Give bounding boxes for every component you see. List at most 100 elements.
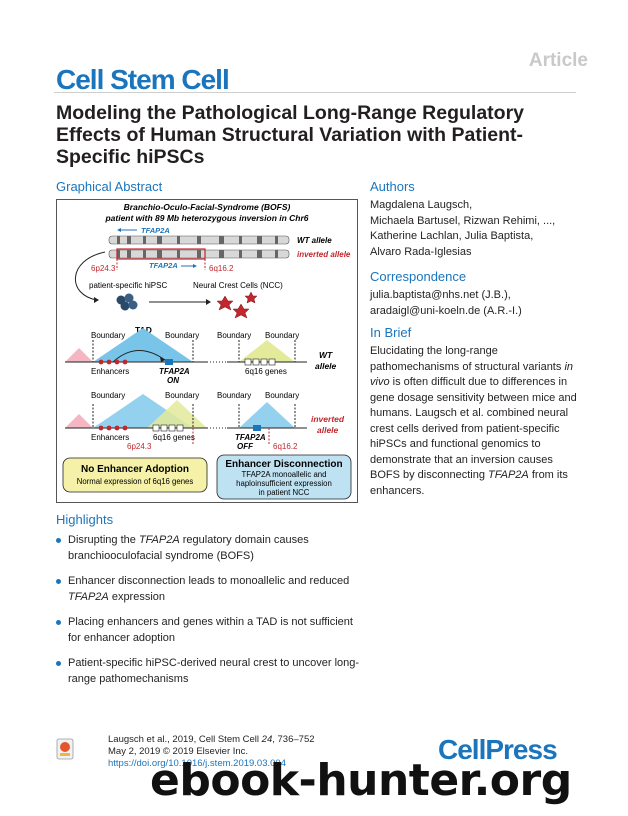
email-link-radaiglesias[interactable]: aradaigl@uni-koeln.de (A.R.-I.) xyxy=(370,304,522,317)
locus-6p24-label: 6p24.3 xyxy=(91,264,116,273)
inversion-box xyxy=(116,248,206,260)
highlights-heading: Highlights xyxy=(56,512,114,527)
6q16-genes-label: 6q16 genes xyxy=(153,433,195,442)
email-link-baptista[interactable]: julia.baptista@nhs.net (J.B.), xyxy=(370,289,511,301)
authors-heading: Authors xyxy=(370,179,415,194)
disconnection-text-2: haploinsufficient expression xyxy=(236,479,332,488)
boundary-label: Boundary xyxy=(265,331,299,340)
disconnection-box xyxy=(216,454,352,500)
on-label: ON xyxy=(167,376,179,385)
arrowhead xyxy=(193,264,197,268)
author-line: Magdalena Laugsch, xyxy=(370,199,473,211)
citation-block: Laugsch et al., 2019, Cell Stem Cell 24,… xyxy=(108,734,315,770)
boundary-label: Boundary xyxy=(165,391,199,400)
cellpress-logo: CellPress xyxy=(438,734,558,765)
locus-6q16-label: 6q16.2 xyxy=(273,442,298,451)
tfap2a-off-label: TFAP2A xyxy=(235,433,266,442)
highlight-item: Placing enhancers and genes within a TAD… xyxy=(56,615,361,646)
bullet-icon xyxy=(56,538,61,543)
disconnection-title: Enhancer Disconnection xyxy=(225,459,342,470)
6q16-genes-inv xyxy=(152,424,184,432)
citation-pages: , 736–752 xyxy=(272,734,315,745)
doi-link[interactable]: https://doi.org/10.1016/j.stem.2019.03.0… xyxy=(108,758,286,769)
author-line: Katherine Lachlan, Julia Baptista, xyxy=(370,230,534,242)
locus-6p24-label: 6p24.3 xyxy=(127,442,152,451)
highlight-item: Enhancer disconnection leads to monoalle… xyxy=(56,574,361,605)
tfap2a-gene-inv xyxy=(253,425,261,431)
tad-yellow-inv-left xyxy=(147,400,207,428)
authors-list: Magdalena Laugsch, Michaela Bartusel, Ri… xyxy=(370,198,585,260)
tfap2a-on-label: TFAP2A xyxy=(159,367,190,376)
arrowhead xyxy=(117,228,121,232)
highlight-item: Patient-specific hiPSC-derived neural cr… xyxy=(56,656,361,687)
enhancer-loop xyxy=(112,350,166,363)
highlight-item: Disrupting the TFAP2A regulatory domain … xyxy=(56,533,361,564)
author-line: Alvaro Rada-Iglesias xyxy=(370,245,472,258)
boundary-label: Boundary xyxy=(217,331,251,340)
locus-6q16-label: 6q16.2 xyxy=(209,264,234,273)
crossmark-icon[interactable] xyxy=(56,738,74,760)
citation-volume: 24 xyxy=(261,734,273,745)
off-label: OFF xyxy=(237,442,254,451)
enhancers-label: Enhancers xyxy=(91,433,129,442)
citation-text: Laugsch et al., 2019, Cell Stem Cell xyxy=(108,734,262,745)
tad-blue-wt xyxy=(93,328,193,362)
graphical-abstract: Branchio-Oculo-Facial-Syndrome (BOFS) pa… xyxy=(56,199,358,503)
boundary-label: Boundary xyxy=(265,391,299,400)
ga-caption-2: patient with 89 Mb heterozygous inversio… xyxy=(104,213,308,223)
ncc-label: Neural Crest Cells (NCC) xyxy=(193,281,283,290)
inverted-side-label-2: allele xyxy=(317,425,339,435)
author-line: Michaela Bartusel, Rizwan Rehimi, ..., xyxy=(370,214,556,227)
tad-yellow-wt xyxy=(239,340,295,362)
bullet-icon xyxy=(56,661,61,666)
crossmark-graphic xyxy=(56,738,74,760)
in-brief-italic: TFAP2A xyxy=(488,469,529,481)
in-brief-heading: In Brief xyxy=(370,325,412,340)
boundary-label: Boundary xyxy=(91,331,125,340)
boundary-label: Boundary xyxy=(165,331,199,340)
6q16-genes-wt xyxy=(244,358,276,366)
correspondence-heading: Correspondence xyxy=(370,269,467,284)
header-divider xyxy=(54,92,576,93)
wt-side-label-2: allele xyxy=(315,361,337,371)
in-brief-part: from its enhancers. xyxy=(370,469,568,497)
tad-pink-inv xyxy=(65,414,93,428)
wt-side-label-1: WT xyxy=(319,350,333,360)
tfap2a-gene-wt xyxy=(165,359,173,365)
article-title: Modeling the Pathological Long-Range Reg… xyxy=(56,102,525,168)
disconnection-text-3: in patient NCC xyxy=(259,488,310,497)
article-tag: Article xyxy=(528,50,588,71)
enhancers-label: Enhancers xyxy=(91,367,129,376)
graphical-abstract-heading: Graphical Abstract xyxy=(56,179,163,194)
correspondence-list: julia.baptista@nhs.net (J.B.), aradaigl@… xyxy=(370,288,585,319)
tfap2a-top-label: TFAP2A xyxy=(141,226,170,235)
no-adoption-box xyxy=(62,457,208,493)
no-adoption-title: No Enhancer Adoption xyxy=(81,464,189,475)
arrowhead xyxy=(206,299,211,305)
bullet-icon xyxy=(56,579,61,584)
disconnection-text-1: TFAP2A monoallelic and xyxy=(242,470,327,479)
journal-logo: Cell Stem Cell xyxy=(56,64,230,95)
wt-allele-label: WT allele xyxy=(297,236,332,245)
arrowhead xyxy=(160,357,165,362)
patient-hipsc-label: patient-specific hiPSC xyxy=(89,281,167,290)
hipsc-cluster xyxy=(116,293,138,311)
ga-caption-1: Branchio-Oculo-Facial-Syndrome (BOFS) xyxy=(124,202,291,212)
highlights-list: Disrupting the TFAP2A regulatory domain … xyxy=(56,533,361,697)
tfap2a-mid-label: TFAP2A xyxy=(149,261,178,270)
in-brief-part: Elucidating the long-range pathomechanis… xyxy=(370,345,562,373)
boundary-label: Boundary xyxy=(91,391,125,400)
in-brief-part: is often difficult due to differences in… xyxy=(370,376,577,481)
in-brief-italic: in vivo xyxy=(370,360,573,389)
bullet-icon xyxy=(56,620,61,625)
ncc-stars xyxy=(216,291,258,319)
arrowhead xyxy=(94,297,99,303)
boundary-label: Boundary xyxy=(217,391,251,400)
chromosome-bands xyxy=(117,236,278,258)
tad-pink-left xyxy=(65,348,93,362)
enhancer-dots-inv xyxy=(98,425,128,431)
graphical-abstract-figure: Branchio-Oculo-Facial-Syndrome (BOFS) pa… xyxy=(62,202,352,500)
in-brief-text: Elucidating the long-range pathomechanis… xyxy=(370,344,582,499)
citation-date: May 2, 2019 © 2019 Elsevier Inc. xyxy=(108,746,249,757)
watermark: ebook-hunter.org xyxy=(150,755,572,806)
